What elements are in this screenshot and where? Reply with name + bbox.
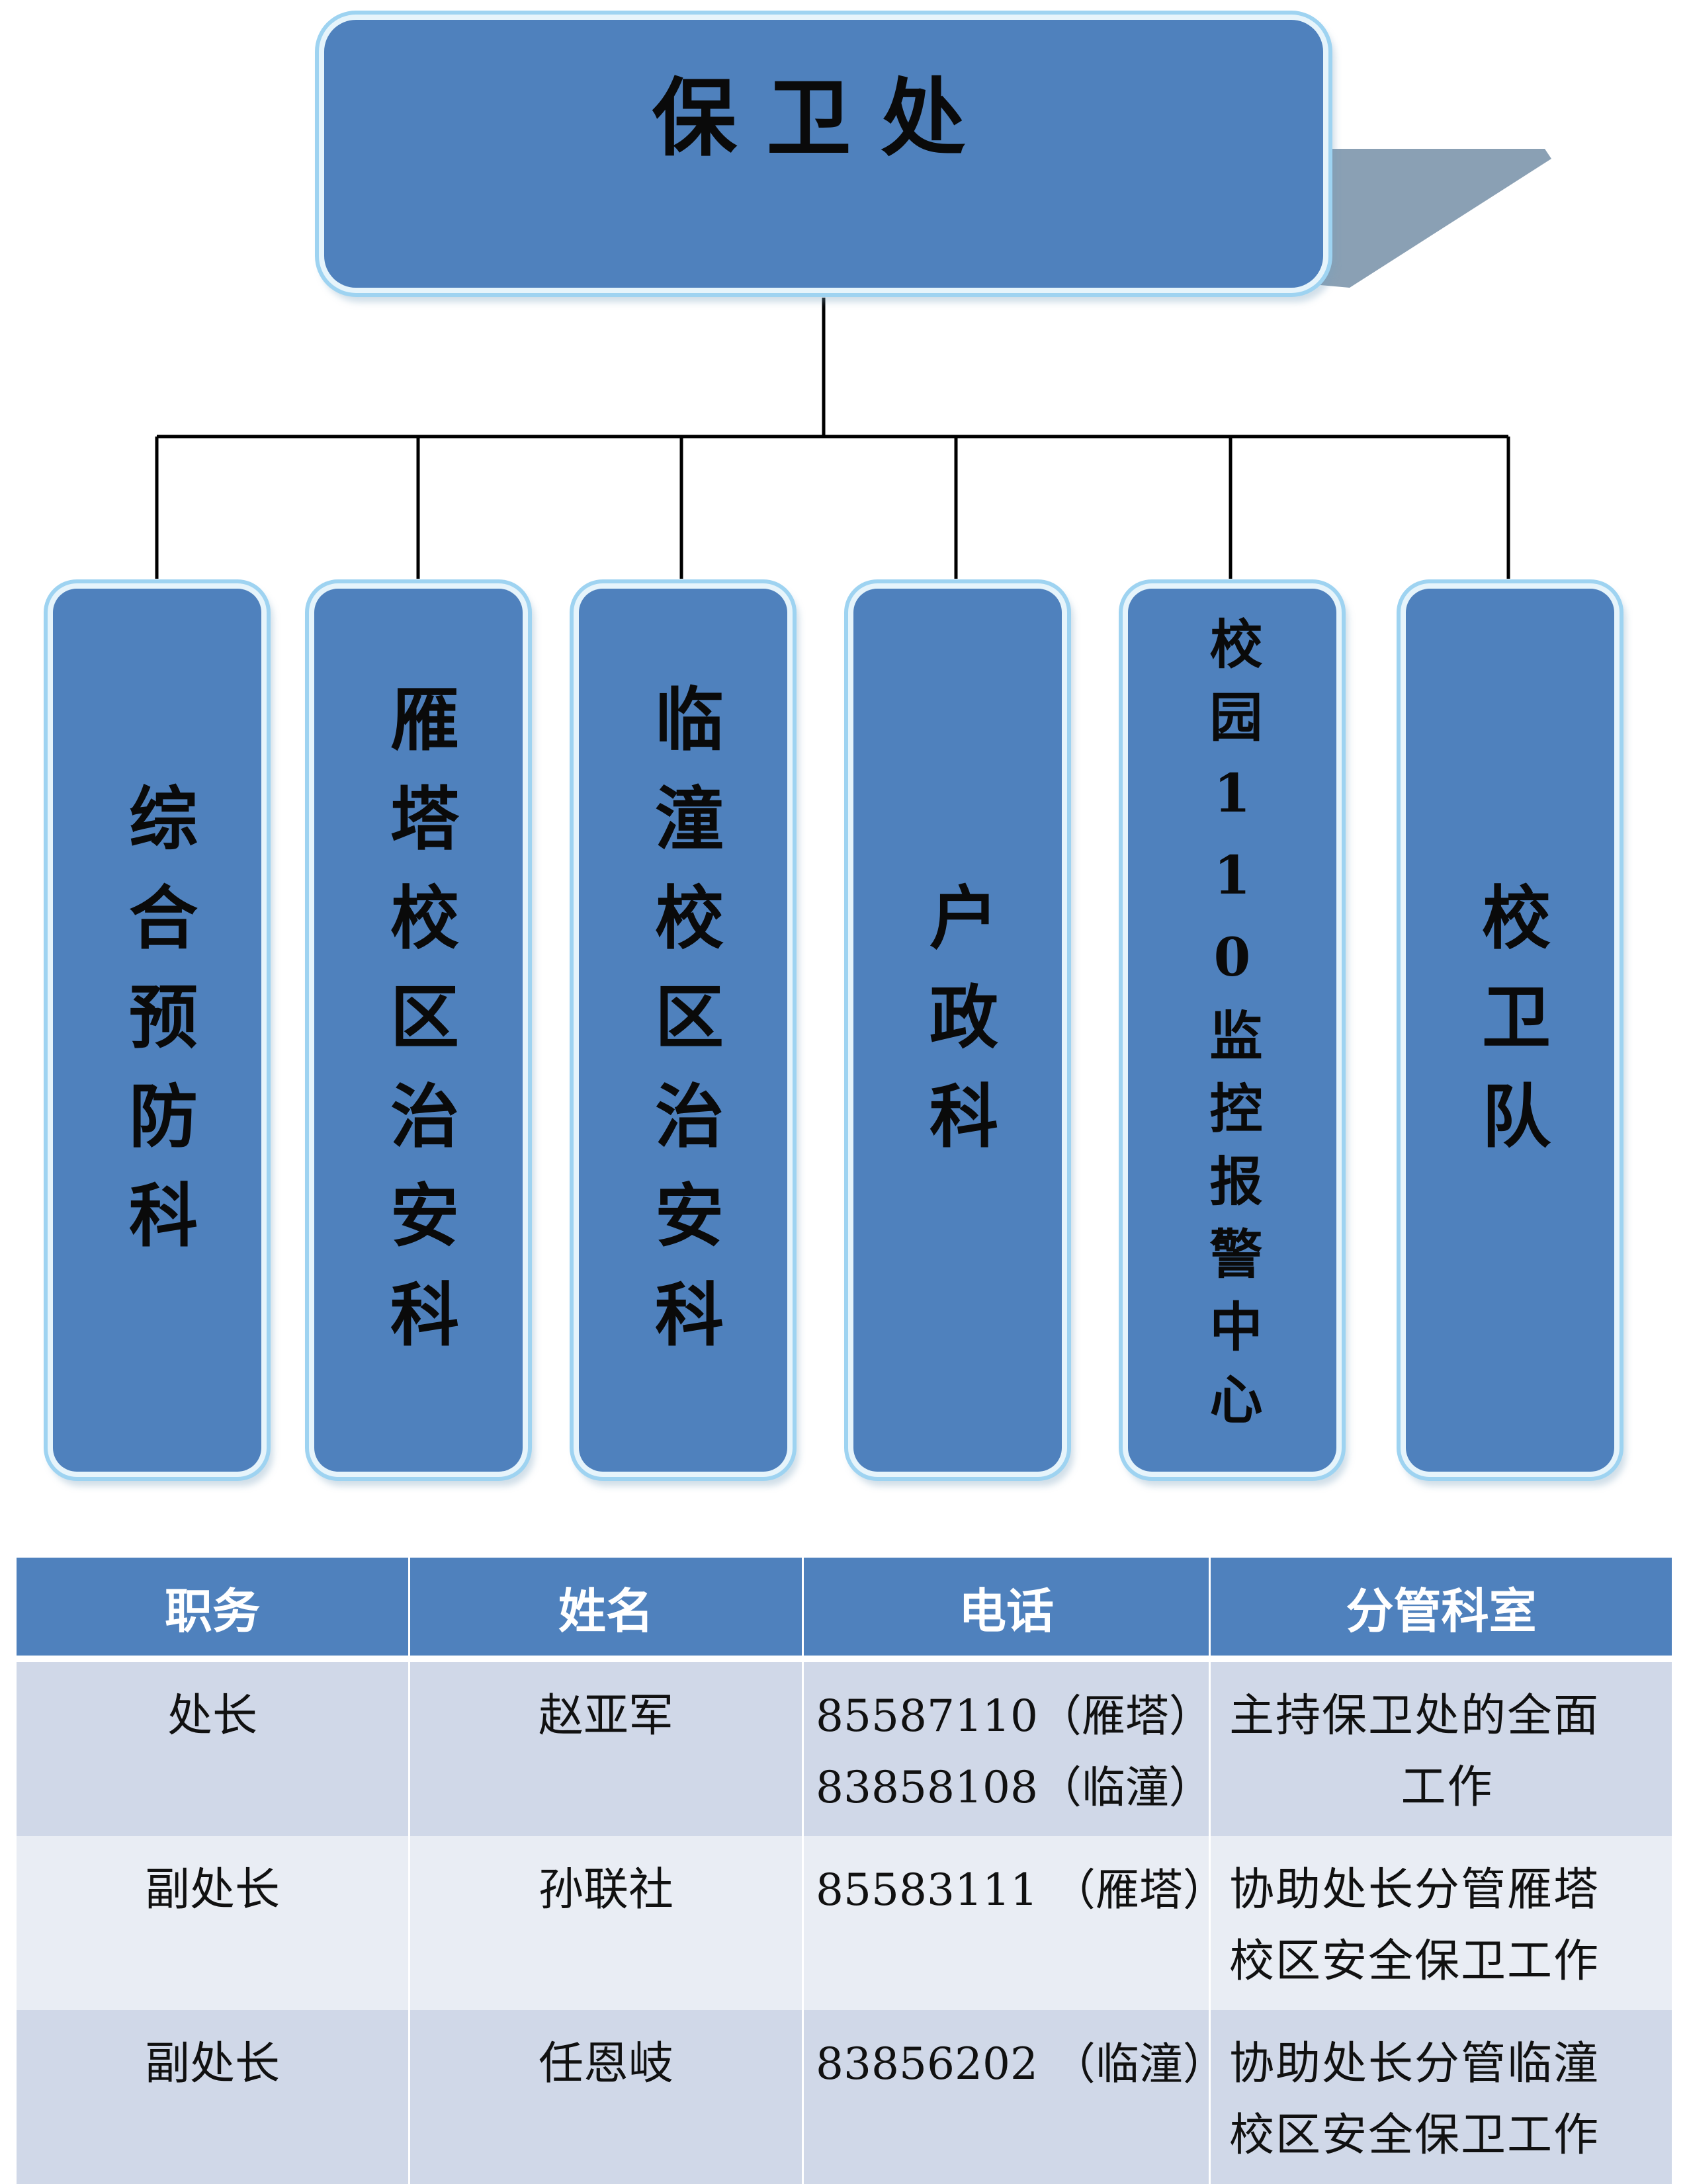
cell-position: 副处长 [15,1836,410,2010]
dept-label: 综合预防科 [116,782,198,1279]
dept-box-household-admin: 户政科 [853,589,1062,1472]
staff-table: 职务 姓名 电话 分管科室 处长 赵亚军 85587110（雁塔） 838581… [15,1558,1674,2184]
cell-name: 孙联社 [408,1836,804,2010]
dept-label: 校园110监控报警中心 [1201,616,1264,1445]
table-header-row: 职务 姓名 电话 分管科室 [15,1558,1674,1662]
cell-position: 副处长 [15,2010,410,2184]
dept-box-campus-guard: 校卫队 [1406,589,1614,1472]
cell-duty: 协助处长分管临潼 校区安全保卫工作 [1209,2010,1674,2184]
cell-name: 任恩岐 [408,2010,804,2184]
table-row: 副处长 孙联社 85583111 （雁塔） 协助处长分管雁塔 校区安全保卫工作 [15,1836,1674,2010]
header-duty: 分管科室 [1209,1558,1674,1662]
dept-label: 校卫队 [1469,881,1551,1179]
dept-box-yanta-security: 雁塔校区治安科 [314,589,523,1472]
table-row: 副处长 任恩岐 83856202 （临潼） 协助处长分管临潼 校区安全保卫工作 [15,2010,1674,2184]
cell-position: 处长 [15,1659,410,1836]
security-office-title: 保卫处 [652,69,996,168]
phone-line: 83856202 （临潼） [816,2038,1227,2089]
org-connector-lines [155,149,1551,579]
phone-line: 85587110（雁塔） [816,1691,1213,1742]
phone-line: 83858108（临潼） [816,1762,1213,1813]
header-name: 姓名 [408,1558,804,1662]
header-phone: 电话 [802,1558,1211,1662]
phone-line: 85583111 （雁塔） [816,1865,1227,1915]
duty-line: 协助处长分管雁塔 [1229,1864,1600,1916]
cell-phone: 85583111 （雁塔） [802,1836,1227,2010]
duty-line: 校区安全保卫工作 [1229,2109,1600,2162]
duty-line: 协助处长分管临潼 [1229,2038,1600,2090]
cell-duty: 协助处长分管雁塔 校区安全保卫工作 [1209,1836,1674,2010]
cell-phone: 83856202 （临潼） [802,2010,1227,2184]
duty-line: 主持保卫处的全面 [1229,1690,1600,1742]
dept-box-comprehensive-prevention: 综合预防科 [53,589,261,1472]
cell-phone: 85587110（雁塔） 83858108（临潼） [802,1659,1213,1836]
cell-duty: 主持保卫处的全面 工作 [1209,1659,1674,1836]
duty-line: 校区安全保卫工作 [1229,1935,1600,1988]
dept-box-110-monitoring-center: 校园110监控报警中心 [1128,589,1336,1472]
dept-label: 雁塔校区治安科 [378,683,460,1378]
security-office-box: 保卫处 [324,20,1323,288]
cell-name: 赵亚军 [408,1659,804,1836]
duty-line: 工作 [1401,1761,1494,1814]
dept-box-lintong-security: 临潼校区治安科 [579,589,787,1472]
title-box-tab [1313,149,1551,288]
header-position: 职务 [15,1558,410,1662]
table-row: 处长 赵亚军 85587110（雁塔） 83858108（临潼） 主持保卫处的全… [15,1659,1674,1836]
dept-label: 临潼校区治安科 [642,683,724,1378]
dept-label: 户政科 [917,881,999,1179]
